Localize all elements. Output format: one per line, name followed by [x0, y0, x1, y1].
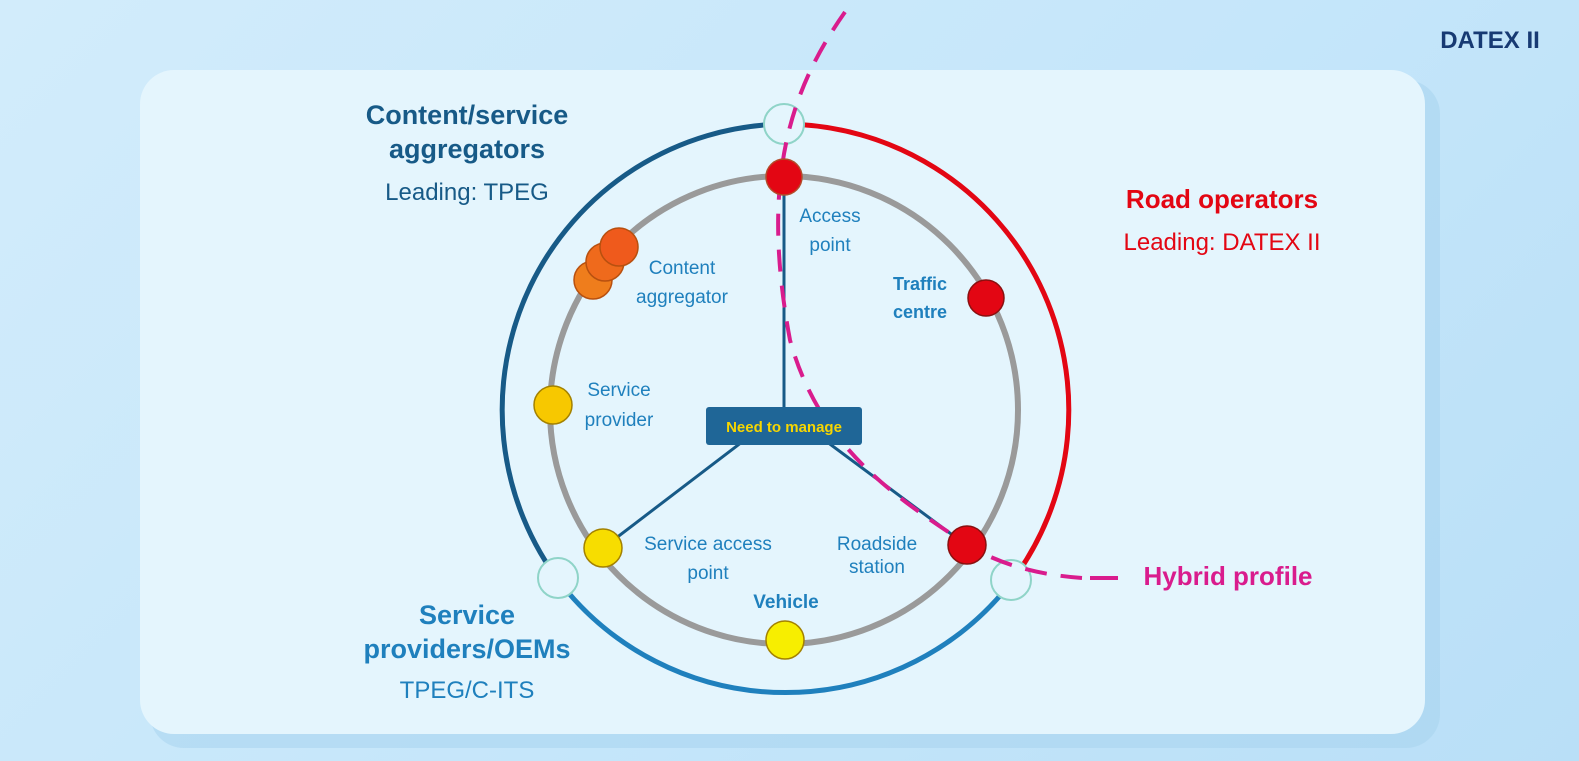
- service-providers-title-2: providers/OEMs: [363, 634, 570, 664]
- roadside-station-label-1: Roadside: [837, 534, 917, 555]
- aggregators-title-2: aggregators: [389, 134, 545, 164]
- aggregators-arc: [499, 121, 785, 587]
- service-access-point-label-1: Service access: [644, 534, 772, 555]
- service-provider-label-2: provider: [585, 410, 654, 431]
- junction-top: [763, 103, 805, 145]
- roadside-station-label-2: station: [849, 557, 905, 578]
- road-operators-title: Road operators: [1126, 184, 1318, 214]
- datex-logo: DATEX II: [1440, 27, 1540, 54]
- aggregators-subtitle: Leading: TPEG: [385, 179, 549, 206]
- vehicle-label: Vehicle: [753, 592, 819, 613]
- service-provider-node: [533, 385, 573, 425]
- traffic-centre-label-2: centre: [893, 302, 947, 322]
- aggregators-title-1: Content/service: [366, 100, 569, 130]
- center-label: Need to manage: [726, 419, 842, 436]
- vehicle-node: [765, 620, 805, 660]
- roadside-station-node: [947, 525, 987, 565]
- junction-left: [537, 557, 579, 599]
- access-point-label-2: point: [809, 235, 851, 256]
- junction-right: [990, 559, 1032, 601]
- hybrid-profile-label: Hybrid profile: [1143, 561, 1312, 591]
- service-providers-title-1: Service: [419, 600, 515, 630]
- service-providers-arc: [560, 583, 1011, 695]
- service-providers-subtitle: TPEG/C-ITS: [400, 677, 535, 704]
- access-point-label-1: Access: [799, 206, 860, 227]
- content-aggregator-label-1: Content: [649, 258, 716, 279]
- road-operators-arc: [783, 121, 1072, 587]
- service-access-point-node: [583, 528, 623, 568]
- content-aggregator-label-2: aggregator: [636, 287, 729, 308]
- traffic-centre-node: [967, 279, 1005, 317]
- access-point-node: [765, 158, 803, 196]
- road-operators-subtitle: Leading: DATEX II: [1124, 229, 1321, 256]
- content-aggregator-node-1: [599, 227, 639, 267]
- center-box: [706, 407, 862, 445]
- service-access-point-label-2: point: [687, 563, 729, 584]
- traffic-centre-label-1: Traffic: [893, 274, 947, 294]
- service-provider-label-1: Service: [587, 380, 650, 401]
